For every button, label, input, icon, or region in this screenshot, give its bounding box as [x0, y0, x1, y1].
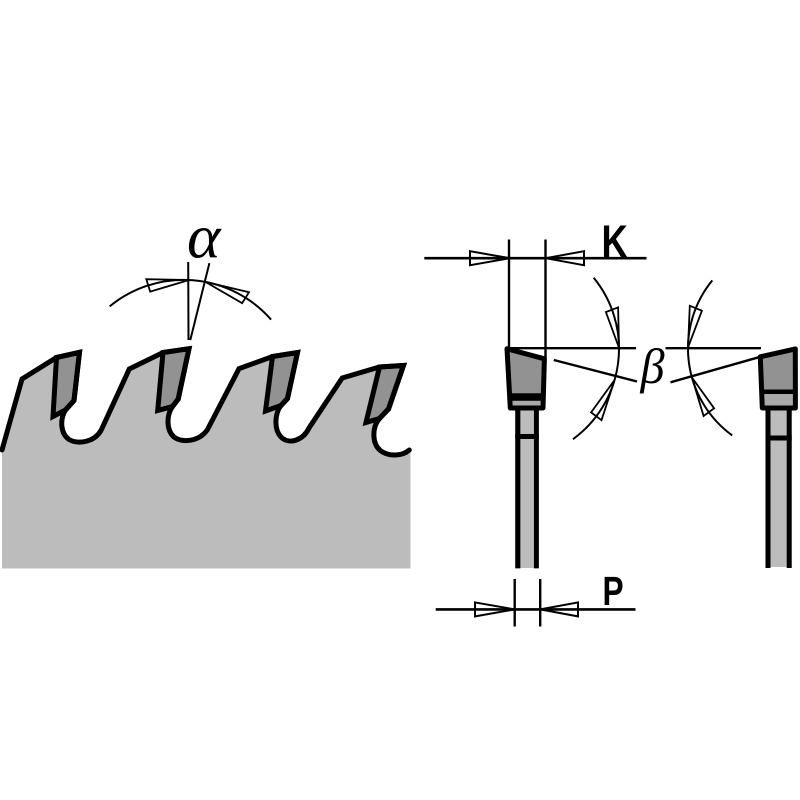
svg-text:β: β — [640, 339, 665, 394]
svg-text:α: α — [187, 204, 222, 272]
svg-text:P: P — [603, 568, 624, 614]
svg-text:K: K — [602, 216, 629, 268]
